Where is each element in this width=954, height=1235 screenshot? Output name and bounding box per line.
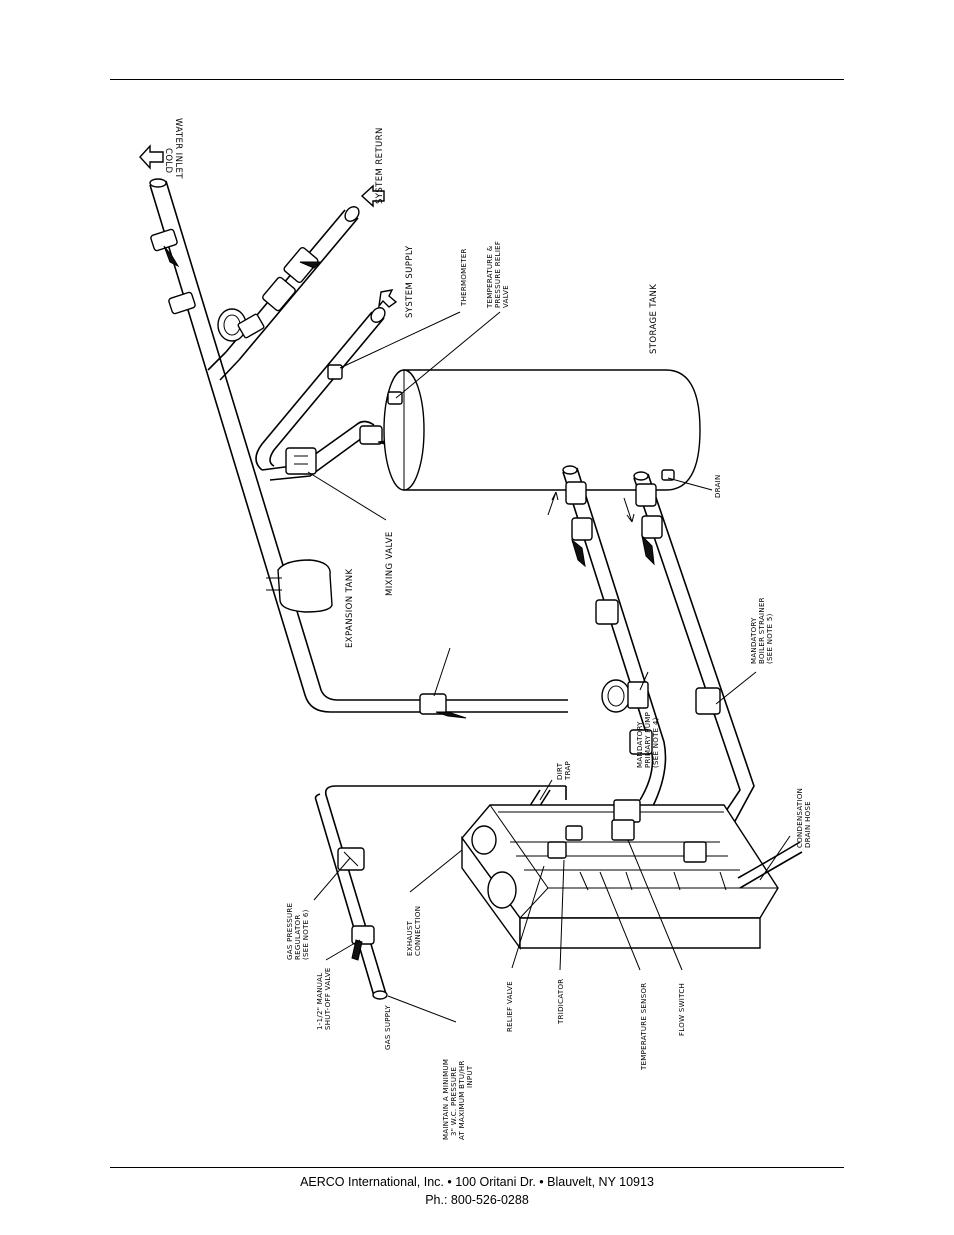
flow-direction-arrows-icon [547,491,635,523]
expansion-tank-label: EXPANSION TANK [345,568,355,648]
exhaust-connection-label-1: EXHAUST [406,920,414,956]
condensation-drain-hose [737,841,803,889]
cold-water-inlet-arrow-icon [139,144,164,170]
cold-water-inlet-label-2: WATER INLET [173,118,183,179]
gas-supply-pipe [314,785,567,1000]
boiler-strainer-label-1: MANDATORY [750,617,758,664]
tp-relief-valve-icon [387,391,403,405]
flow-switch-label: FLOW SWITCH [678,983,686,1036]
boiler-isolation-valves-icon [565,481,663,755]
gas-shutoff-valve-icon [351,925,375,961]
cold-inlet-ball-valve-icon [150,228,180,268]
system-return-arrow-icon [360,184,385,208]
expansion-tank [266,559,333,613]
dirt-trap-label-2: TRAP [564,761,572,781]
gas-regulator-label-1: GAS PRESSURE [286,903,294,960]
temperature-sensor-label: TEMPERATURE SENSOR [640,983,648,1071]
system-return-valve-icon [262,246,322,312]
system-return-label: SYSTEM RETURN [375,127,385,204]
shutoff-valve-label-2: SHUT-OFF VALVE [324,967,332,1030]
exhaust-connection-label-2: CONNECTION [414,906,422,956]
mixing-valve-icon [261,420,377,481]
tp-relief-label-1: TEMPERATURE & [486,245,494,309]
thermometer-fitting-icon [327,364,343,380]
boiler-strainer-label-3: (SEE NOTE 5) [766,613,774,664]
cold-inlet-check-valve-icon [168,291,196,315]
cold-water-pipe [149,178,568,713]
condensation-hose-label-1: CONDENSATION [796,788,804,848]
primary-pump-label-2: PRIMARY PUMP [644,712,652,768]
boiler-strainer-label-2: BOILER STRAINER [758,597,766,664]
relief-valve-label: RELIEF VALVE [506,981,514,1032]
header-rule [110,79,844,80]
boiler-strainer-icon [695,687,721,715]
drain-label: DRAIN [714,474,722,498]
condensation-hose-label-2: DRAIN HOSE [804,801,812,848]
footer-phone: Ph.: 800-526-0288 [425,1193,529,1207]
shutoff-valve-label-1: 1-1/2" MANUAL [316,973,324,1030]
mixing-valve-label: MIXING VALVE [385,531,395,596]
gas-pressure-note-2: 3" W.C. PRESSURE [450,1067,458,1136]
primary-pump-label-1: MANDATORY [636,721,644,768]
gas-regulator-label-2: REGULATOR [294,915,302,961]
dirt-trap-label-1: DIRT [556,762,564,780]
primary-pump-icon [601,679,649,713]
system-supply-label: SYSTEM SUPPLY [405,245,415,318]
footer-rule [110,1167,844,1168]
storage-tank [383,369,701,491]
boiler-unit [461,799,779,951]
page-footer: AERCO International, Inc. • 100 Oritani … [0,1173,954,1209]
tp-relief-label-2: PRESSURE RELIEF [494,241,502,308]
system-return-pump-icon [217,308,265,342]
thermometer-label: THERMOMETER [460,248,468,307]
gas-supply-label: GAS SUPPLY [384,1004,392,1050]
gas-pressure-note-4: INPUT [466,1065,474,1088]
cold-line-ball-valve-icon [419,693,467,719]
drain-fitting-icon [661,469,675,481]
tridicator-label: TRIDICATOR [557,979,565,1025]
primary-pump-label-3: (SEE NOTE 4) [652,717,660,768]
system-supply-arrow-icon [377,289,398,309]
gas-pressure-note-1: MAINTAIN A MINIMUM [442,1059,450,1140]
leader-lines [307,311,791,1023]
footer-address: AERCO International, Inc. • 100 Oritani … [300,1175,654,1189]
gas-pressure-note-3: AT MAXIMUM BTU/HR [458,1060,466,1140]
cold-water-inlet-label-1: COLD [163,148,173,174]
gas-regulator-label-3: (SEE NOTE 6) [302,909,310,960]
system-supply-pipe [255,307,386,471]
tp-relief-label-3: VALVE [502,285,510,308]
storage-tank-label: STORAGE TANK [649,284,659,354]
